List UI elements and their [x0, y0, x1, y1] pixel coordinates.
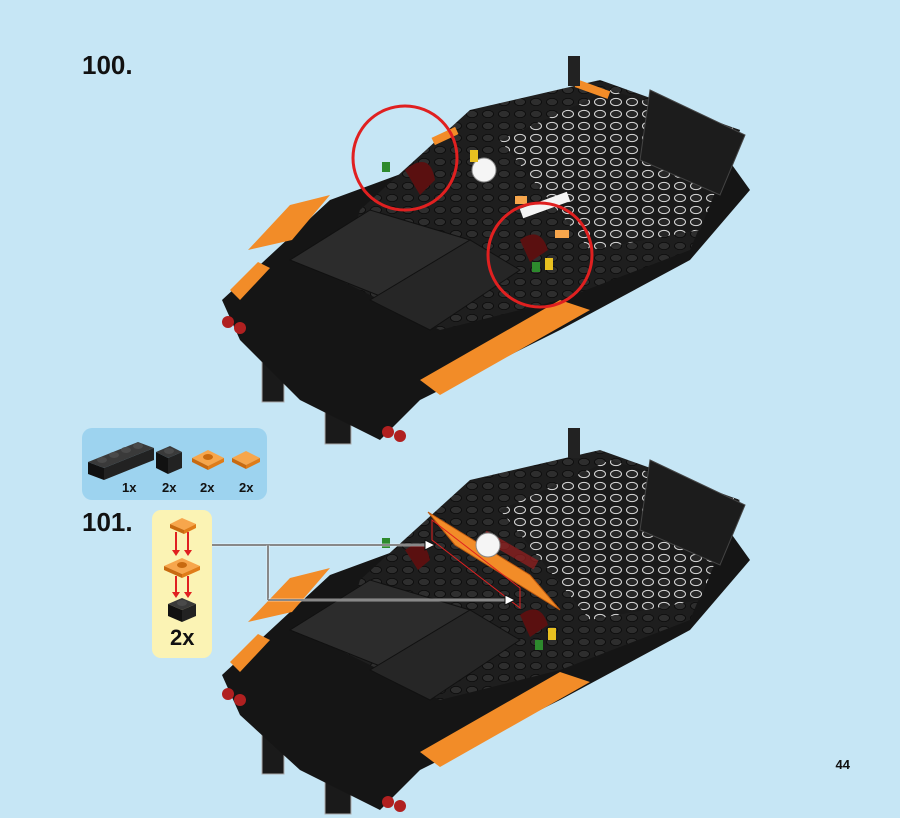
- part-qty: 2x: [239, 480, 254, 495]
- step-number-101: 101.: [82, 507, 133, 537]
- subassembly-quantity: 2x: [170, 625, 195, 650]
- highlight-circle: [351, 104, 459, 212]
- step-number-100: 100.: [82, 50, 133, 80]
- parts-list-box: 1x 2x 2x 2x: [82, 428, 267, 500]
- callout-lines: [212, 539, 517, 606]
- parts-icons: [88, 442, 260, 480]
- subassembly-diagram: [164, 518, 200, 622]
- page-number: 44: [835, 757, 850, 772]
- part-qty: 1x: [122, 480, 137, 495]
- model-step-101: [222, 428, 750, 815]
- subassembly-box: [152, 510, 212, 658]
- black-plate-icon: [88, 442, 154, 480]
- orange-tile-icon: [232, 451, 260, 469]
- model-step-100: [222, 56, 750, 445]
- orange-clip-plate-icon: [192, 450, 224, 470]
- highlight-circle: [486, 201, 594, 309]
- part-qty: 2x: [162, 480, 177, 495]
- part-qty: 2x: [200, 480, 215, 495]
- black-brick-icon: [156, 446, 182, 474]
